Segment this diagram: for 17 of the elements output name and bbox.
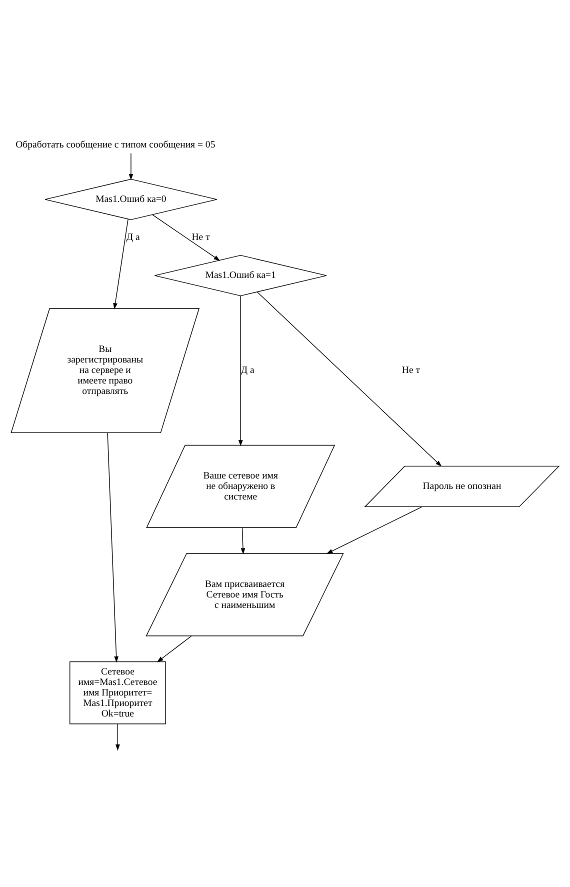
arrow: [152, 214, 220, 261]
edge-label: Не т: [402, 365, 420, 376]
arrow: [238, 296, 243, 446]
arrow: [256, 292, 442, 467]
node-diamond: Mas1.Ошиб ка=0: [44, 178, 218, 220]
diagram-title: Обработать сообщение с типом сообщения = 05: [16, 139, 216, 150]
edge-label: Д а: [240, 365, 254, 376]
arrow: [156, 636, 192, 662]
edge-label: Д а: [126, 232, 140, 244]
arrow: [326, 506, 422, 554]
edge-label: Не т: [192, 232, 210, 244]
arrow: [107, 432, 118, 663]
arrow: [113, 218, 128, 310]
arrow: [116, 724, 120, 751]
arrow: [128, 153, 134, 180]
arrow: [240, 528, 246, 554]
node-box: Сетевое имя=Mas1.Сетевое имя Приоритет= Mas1.Приоритет Ok=true: [70, 661, 166, 724]
